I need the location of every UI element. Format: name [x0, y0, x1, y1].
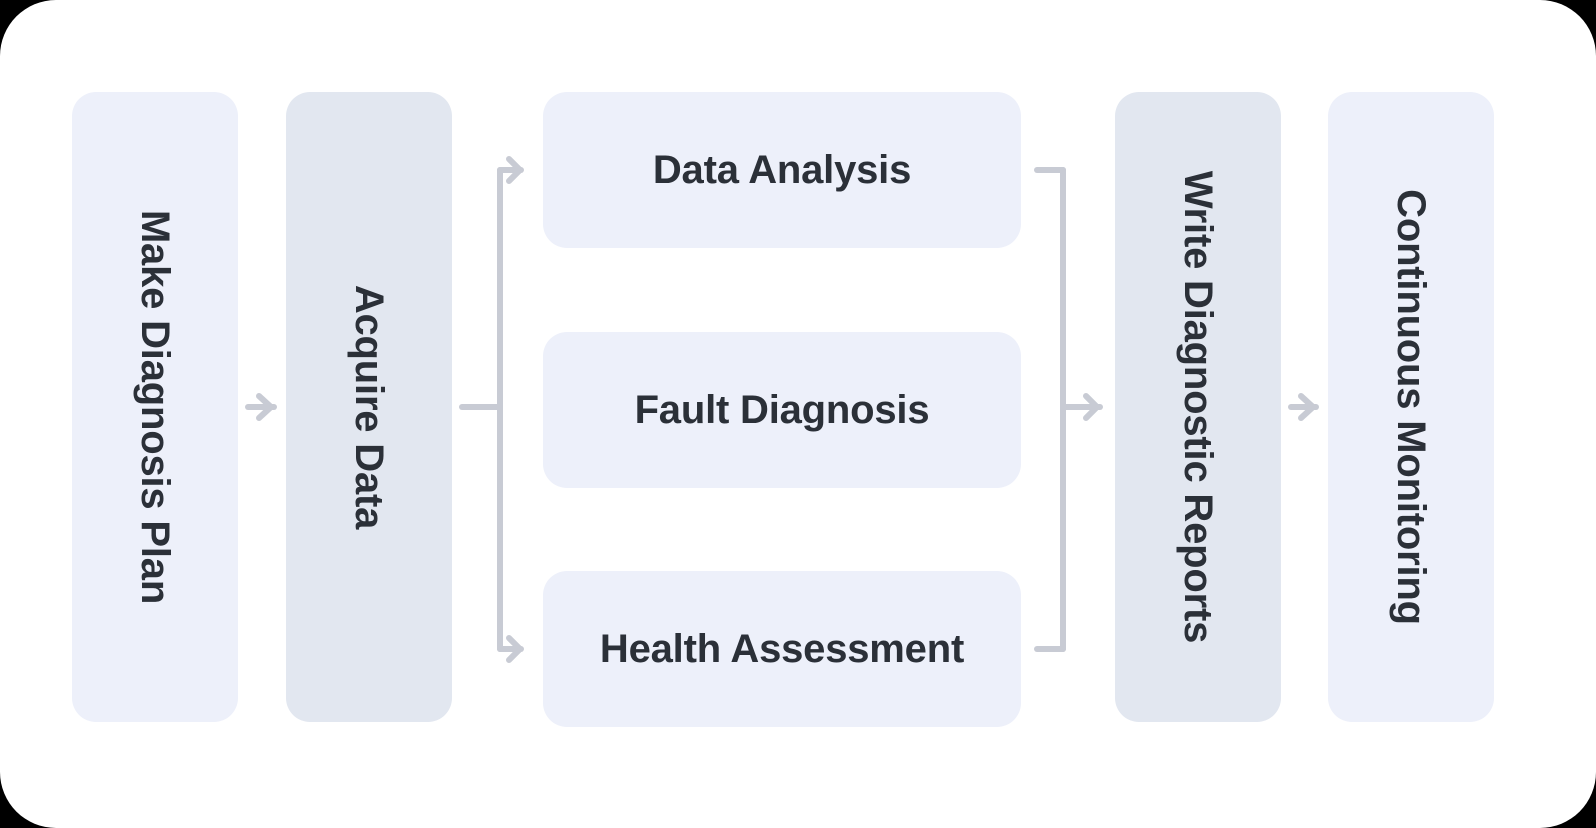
process-node-label: Continuous Monitoring	[1389, 189, 1433, 625]
connector-write-reports-to-continuous-monitoring	[1288, 393, 1319, 421]
process-node-acquire-data[interactable]: Acquire Data	[286, 92, 452, 722]
process-node-fault-diagnosis[interactable]: Fault Diagnosis	[543, 332, 1021, 488]
connector-make-plan-to-acquire-data	[245, 393, 277, 421]
process-node-label: Fault Diagnosis	[634, 388, 930, 432]
process-node-continuous-monitoring[interactable]: Continuous Monitoring	[1328, 92, 1494, 722]
process-node-write-diagnostic-reports[interactable]: Write Diagnostic Reports	[1115, 92, 1281, 722]
process-node-health-assessment[interactable]: Health Assessment	[543, 571, 1021, 727]
process-node-label: Write Diagnostic Reports	[1176, 170, 1220, 644]
process-node-make-diagnosis-plan[interactable]: Make Diagnosis Plan	[72, 92, 238, 722]
connector-branches-to-write-reports	[1034, 167, 1103, 652]
process-node-data-analysis[interactable]: Data Analysis	[543, 92, 1021, 248]
process-node-label: Health Assessment	[599, 627, 965, 671]
process-node-label: Make Diagnosis Plan	[133, 209, 177, 605]
process-node-label: Data Analysis	[652, 148, 912, 192]
connector-acquire-data-to-branches	[459, 156, 524, 663]
process-node-label: Acquire Data	[347, 284, 391, 530]
